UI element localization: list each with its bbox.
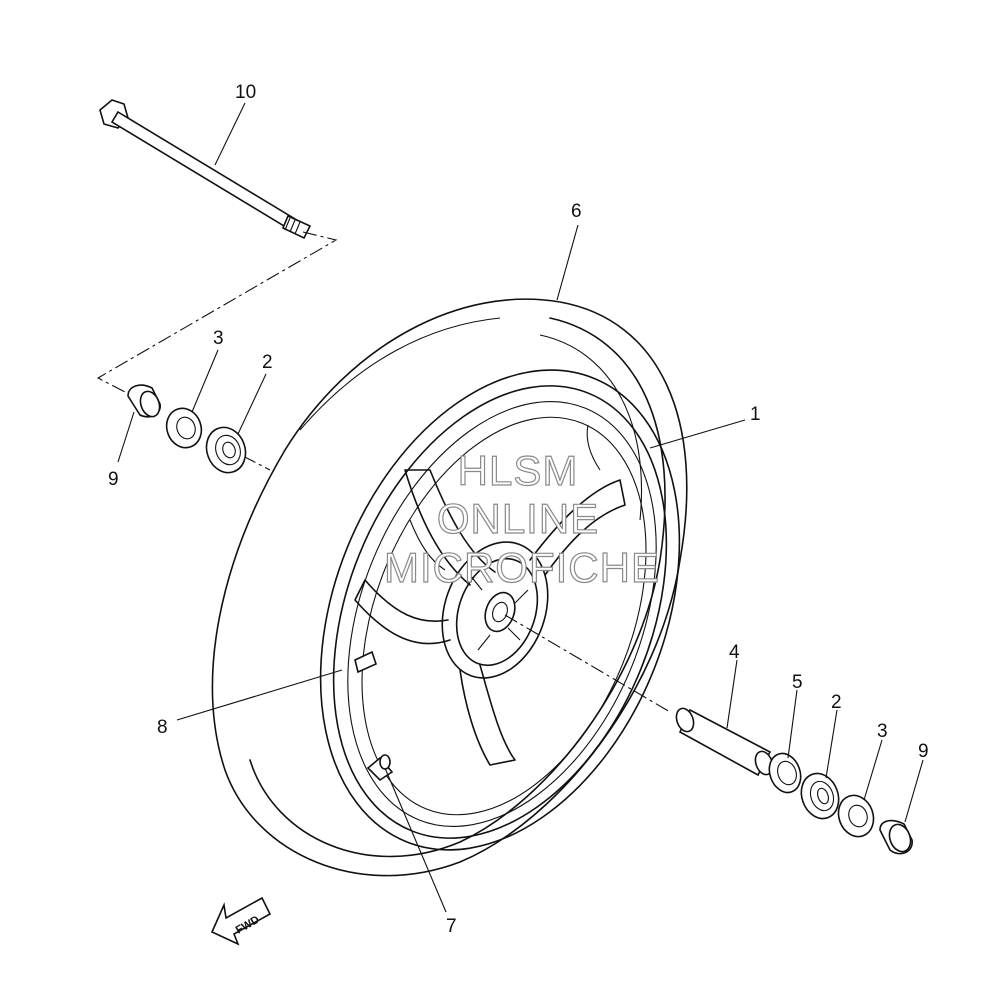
callout-2-right: 2 (831, 692, 842, 713)
left-oil-seal-3 (165, 407, 203, 449)
wheel-rim (319, 369, 681, 851)
right-bearing-2 (800, 772, 840, 820)
axle (99, 99, 312, 240)
watermark-line-3: MICROFICHE (384, 544, 660, 591)
wheel-spokes (354, 424, 626, 766)
left-bearing-2 (205, 426, 247, 474)
right-collar-9 (879, 819, 913, 855)
callout-7: 7 (446, 916, 457, 937)
watermark-line-1: HLSM (458, 447, 579, 494)
oil-seal-5 (768, 752, 802, 794)
left-centerline (242, 455, 271, 471)
watermark: HLSM ONLINE MICROFICHE (383, 446, 660, 591)
callout-3-right: 3 (877, 721, 888, 742)
callout-1: 1 (750, 404, 761, 425)
callout-8: 8 (157, 717, 168, 738)
axle-centerline (96, 231, 338, 393)
fwd-arrow: FWD (210, 896, 272, 946)
callout-9-right: 9 (918, 741, 929, 762)
callout-2-left: 2 (262, 352, 273, 373)
callout-10: 10 (235, 82, 256, 103)
right-centerline (504, 614, 671, 713)
callout-5: 5 (792, 672, 803, 693)
watermark-line-2: ONLINE (437, 495, 599, 542)
leader-lines (117, 102, 924, 913)
right-oil-seal-3 (837, 794, 875, 838)
left-collar-9 (127, 384, 161, 418)
balance-weight-8 (354, 650, 377, 674)
callout-4: 4 (729, 642, 740, 663)
callout-6: 6 (571, 201, 582, 222)
wheel-hub (441, 541, 549, 679)
callout-labels: 10 6 3 2 9 1 4 5 2 3 9 8 7 (108, 82, 929, 937)
tire-valve-7 (366, 754, 394, 782)
callout-9-left: 9 (108, 469, 119, 490)
spacer-4 (675, 707, 774, 777)
callout-3-left: 3 (213, 328, 224, 349)
